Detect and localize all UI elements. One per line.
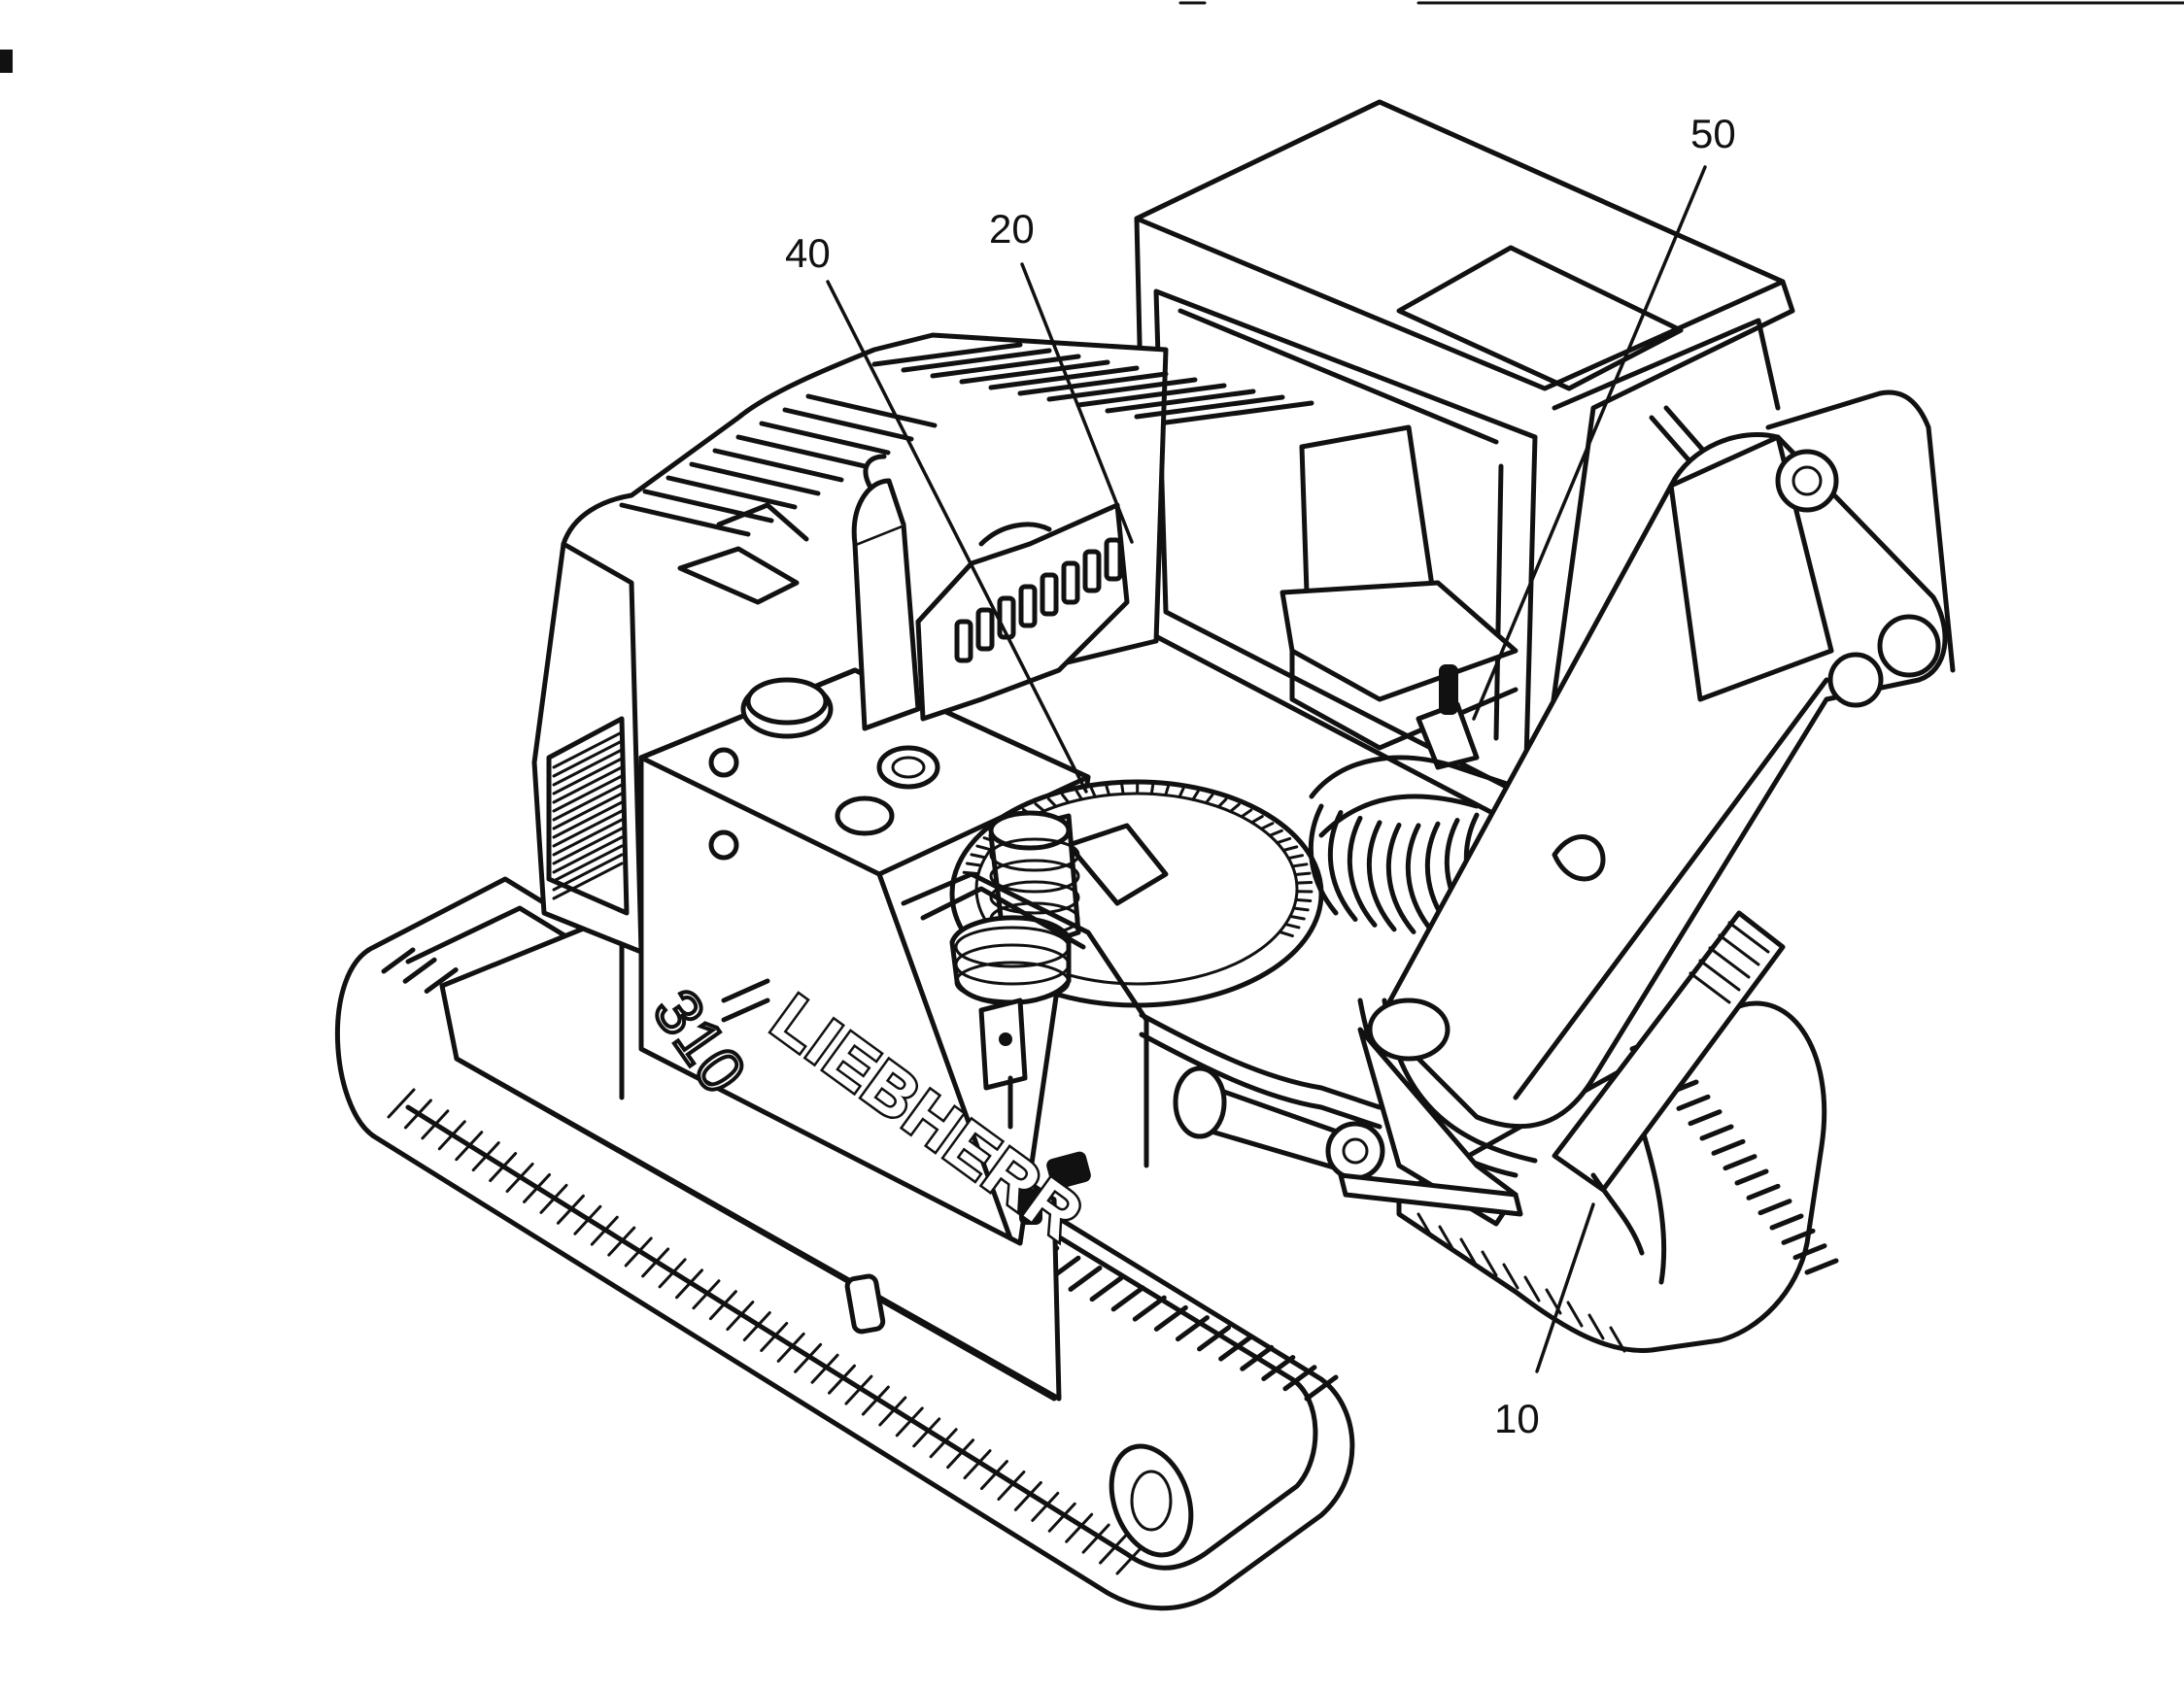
ring-tooth: [1292, 864, 1307, 866]
valve-spool: [978, 610, 992, 649]
ring-tooth: [1296, 899, 1311, 900]
callout-40: 40: [785, 230, 831, 276]
ring-tooth: [1295, 873, 1310, 874]
ring-tooth: [1297, 883, 1312, 884]
callout-20: 20: [989, 206, 1035, 252]
ring-tooth: [1294, 908, 1309, 910]
valve-spool: [1021, 587, 1035, 626]
ring-tooth: [1122, 785, 1123, 794]
track-cleat: [1807, 1261, 1836, 1272]
callout-10: 10: [1494, 1396, 1540, 1441]
valve-spool: [1064, 563, 1077, 602]
page-artifacts: [0, 3, 2184, 72]
callout-50: 50: [1690, 111, 1736, 156]
ring-tooth: [1151, 785, 1152, 794]
valve-spool: [957, 622, 971, 660]
valve-spool: [1085, 552, 1099, 591]
valve-spool: [1107, 540, 1120, 579]
valve-spool: [1042, 575, 1056, 614]
